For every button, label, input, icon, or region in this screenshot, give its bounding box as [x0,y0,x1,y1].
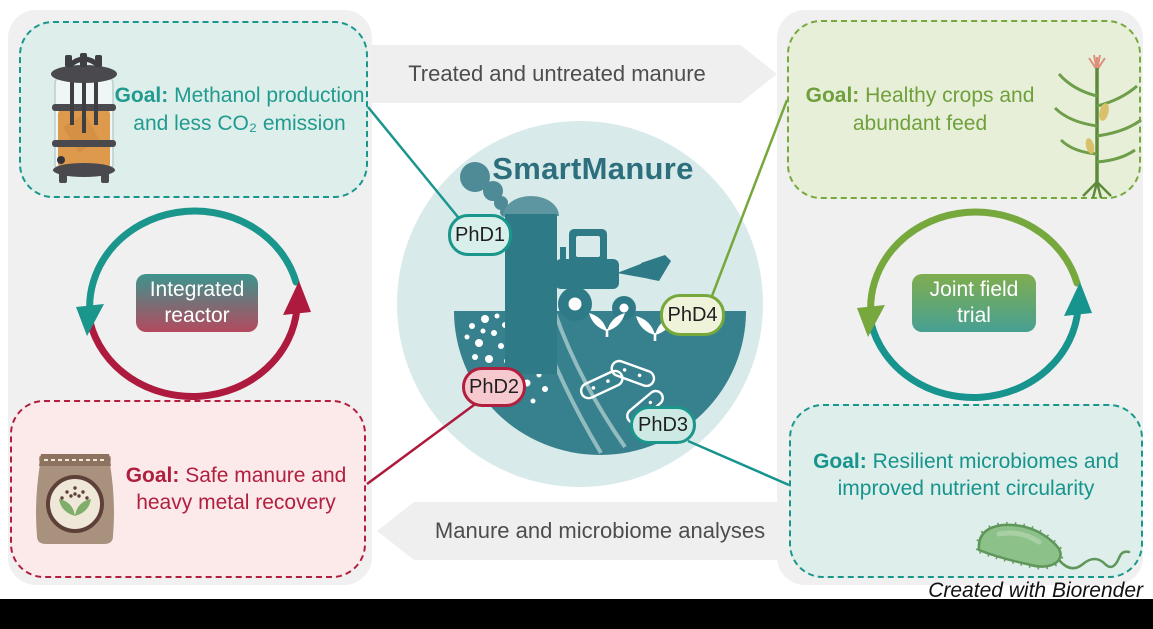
goal-text-microbiomes: Goal: Resilient microbiomes and improved… [813,450,1119,501]
goal-text-safe-manure: Goal: Safe manure and heavy metal recove… [125,463,347,514]
corn-plant-icon [1051,50,1143,200]
connector-phd3 [687,439,790,487]
bottom-flow-arrow: Manure and microbiome analyses [377,502,789,560]
top-flow-arrow: Treated and untreated manure [371,45,777,103]
integrated-reactor-badge: Integrated reactor [136,274,258,332]
project-title: SmartManure [492,151,694,186]
bacterium-icon [969,510,1137,576]
manure-bag-icon [34,442,116,550]
phd2-badge: PhD2 [462,367,526,407]
goal-box-safe-manure: Goal: Safe manure and heavy metal recove… [10,400,366,578]
goal-text-crops: Goal: Healthy crops and abundant feed [805,84,1035,135]
silo-shape [503,196,559,374]
phd3-badge: PhD3 [630,406,696,444]
goal-label: Goal: [114,84,169,108]
goal-box-crops: Goal: Healthy crops and abundant feed [787,20,1143,200]
goal-label: Goal: [125,463,180,487]
bioreactor-icon [49,49,119,189]
bottom-flow-label: Manure and microbiome analyses [434,518,766,543]
goal-label: Goal: [805,84,860,108]
goal-box-methanol: Goal: Methanol production and less CO₂ e… [19,21,368,198]
goal-label: Goal: [813,450,867,473]
phd4-badge: PhD4 [660,294,725,336]
tractor-icon [555,229,671,321]
field-road [533,312,627,455]
bottom-black-bar [0,599,1153,629]
joint-field-trial-badge: Joint field trial [912,274,1036,332]
top-flow-label: Treated and untreated manure [408,61,706,86]
goal-text-methanol: Goal: Methanol production and less CO₂ e… [114,84,365,135]
phd1-badge: PhD1 [448,214,512,256]
biorender-credit: Created with Biorender [928,579,1143,602]
goal-box-microbiomes: Goal: Resilient microbiomes and improved… [789,404,1143,578]
